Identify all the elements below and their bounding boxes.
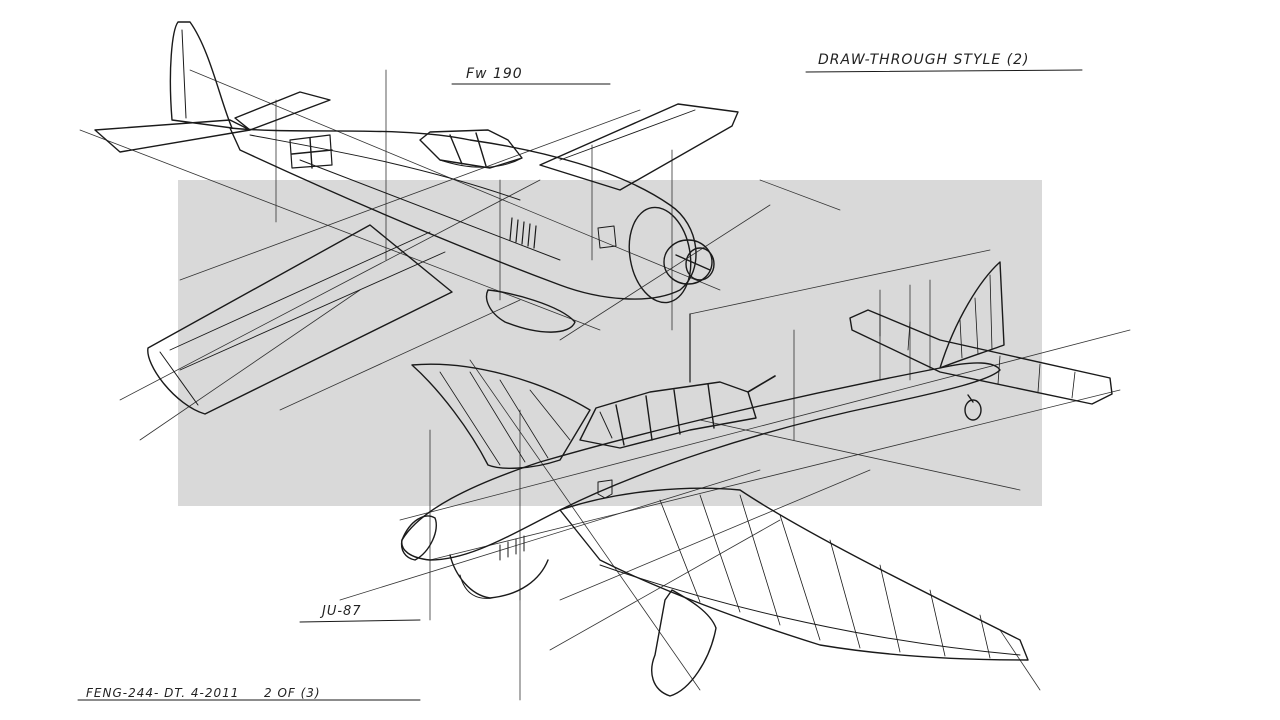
fw190-label: Fw 190 xyxy=(466,66,523,82)
fw190-aircraft xyxy=(94,21,739,415)
label-underlines xyxy=(77,69,1083,701)
style-title-label: DRAW-THROUGH STYLE (2) xyxy=(818,52,1030,68)
gray-backdrop xyxy=(178,180,1042,506)
ju87-aircraft xyxy=(400,261,1113,697)
construction-lines xyxy=(79,69,1131,701)
footer-code-label: FENG-244- DT. 4-2011 xyxy=(86,686,240,700)
ju87-label: JU-87 xyxy=(322,604,362,619)
sheet-number-label: 2 OF (3) xyxy=(264,686,321,700)
